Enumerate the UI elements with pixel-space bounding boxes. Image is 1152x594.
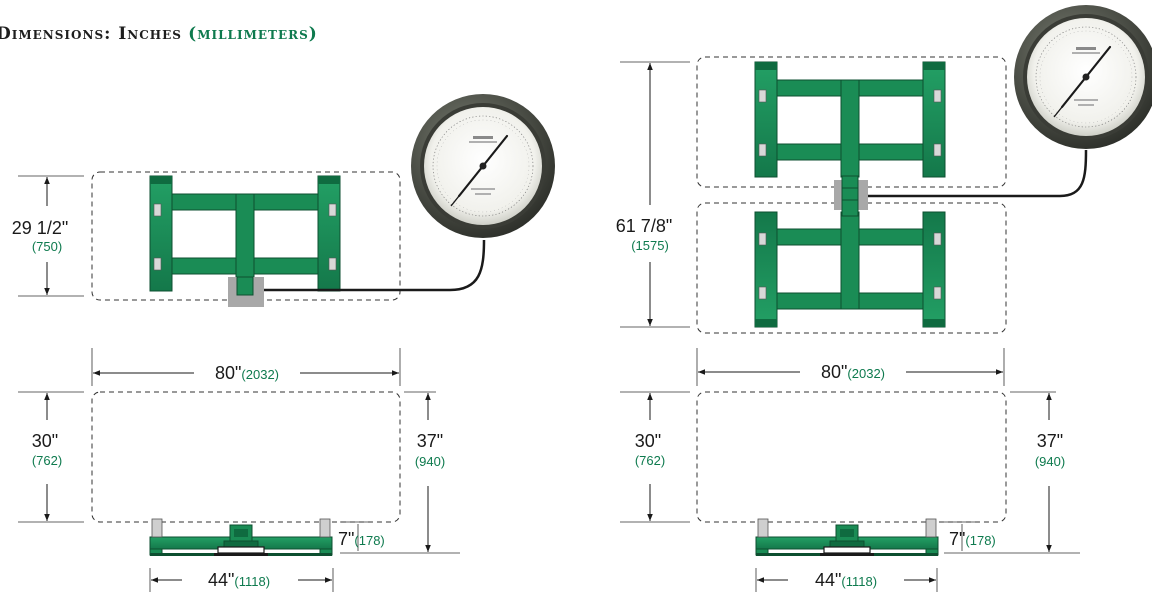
right-plan-view: 61 7/8" (1575)	[616, 3, 1152, 334]
right-plan-frame-bottom	[754, 211, 946, 328]
left-width-label: 80"(2032)	[215, 363, 279, 383]
left-base-frame	[149, 518, 333, 557]
left-base-width-label: 44"(1118)	[208, 570, 270, 590]
left-base-height-mm: (178)	[354, 533, 384, 548]
left-overall-inches: 37"	[417, 431, 443, 451]
left-overall-mm: (940)	[415, 454, 445, 469]
right-base-width-inches: 44"	[815, 570, 841, 590]
right-view: 61 7/8" (1575) 80"(2032) 30" (762) 37" (…	[616, 3, 1152, 592]
page-title: Dimensions: Inches (millimeters)	[0, 24, 318, 44]
right-width-mm: (2032)	[847, 366, 885, 381]
right-width-label: 80"(2032)	[821, 362, 885, 382]
right-overall-mm: (940)	[1035, 454, 1065, 469]
left-height-inches: 30"	[32, 431, 58, 451]
right-height-mm: (762)	[635, 453, 665, 468]
left-view: 29 1/2" (750) 80"(2032) 30" (762) 37" (9…	[12, 92, 557, 592]
right-gauge-icon	[1012, 3, 1152, 151]
right-elevation-view: 80"(2032) 30" (762) 37" (940) 7"(178) 44…	[620, 348, 1080, 592]
right-base-height-mm: (178)	[965, 533, 995, 548]
right-base-height-label: 7"(178)	[949, 529, 996, 549]
right-base-width-label: 44"(1118)	[815, 570, 877, 590]
left-width-inches: 80"	[215, 363, 241, 383]
right-depth-inches: 61 7/8"	[616, 216, 672, 236]
right-width-inches: 80"	[821, 362, 847, 382]
title-units: (millimeters)	[188, 24, 318, 44]
right-height-inches: 30"	[635, 431, 661, 451]
left-plan-view: 29 1/2" (750)	[12, 92, 557, 307]
left-plan-outline	[91, 171, 401, 301]
right-plan-frame-top	[754, 61, 946, 178]
left-elev-outline	[91, 391, 401, 523]
left-gauge-hose	[264, 239, 486, 292]
right-depth-mm: (1575)	[631, 238, 669, 253]
left-base-width-inches: 44"	[208, 570, 234, 590]
left-width-mm: (2032)	[241, 367, 279, 382]
left-height-mm: (762)	[32, 453, 62, 468]
right-gauge-hose	[868, 149, 1088, 198]
left-base-height-label: 7"(178)	[338, 529, 385, 549]
left-plan-frame	[149, 175, 341, 292]
right-base-width-mm: (1118)	[841, 574, 877, 589]
left-depth-mm: (750)	[32, 239, 62, 254]
right-overall-inches: 37"	[1037, 431, 1063, 451]
left-base-height-inches: 7"	[338, 529, 354, 549]
left-elevation-view: 80"(2032) 30" (762) 37" (940) 7"(178) 44…	[18, 348, 460, 592]
title-main: Dimensions: Inches	[0, 24, 182, 44]
right-base-frame	[755, 518, 939, 557]
right-base-height-inches: 7"	[949, 529, 965, 549]
right-elev-outline	[696, 391, 1007, 523]
left-gauge-icon	[409, 92, 557, 240]
left-base-width-mm: (1118)	[234, 574, 270, 589]
left-depth-inches: 29 1/2"	[12, 218, 68, 238]
